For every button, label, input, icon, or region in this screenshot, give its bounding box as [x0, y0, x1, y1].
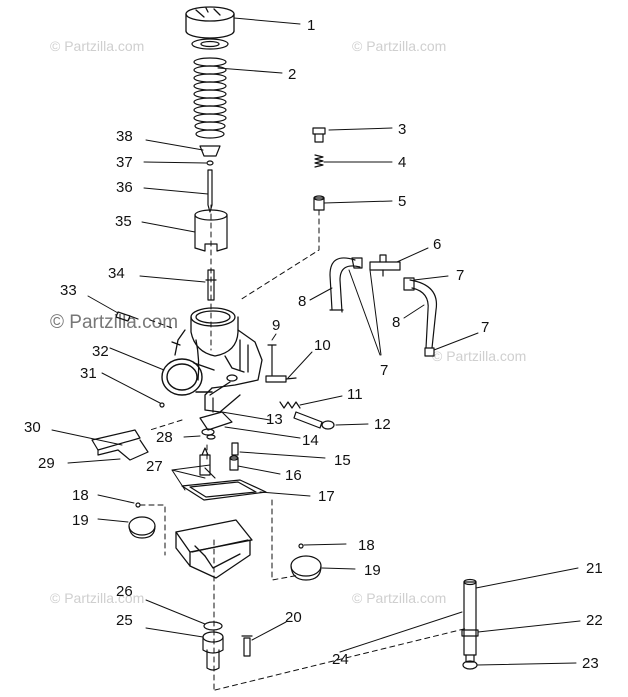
jet-needle — [207, 169, 213, 213]
callout-31: 31 — [80, 365, 97, 382]
vent-hose — [403, 277, 438, 357]
callout-21: 21 — [586, 560, 603, 577]
vent-hose — [329, 257, 363, 313]
screw-12 — [293, 411, 335, 430]
throttle-slide — [194, 209, 228, 252]
callout-15: 15 — [334, 452, 351, 469]
watermark: © Partzilla.com — [432, 348, 527, 364]
drain-screw — [241, 635, 253, 657]
callout-12: 12 — [374, 416, 391, 433]
callout-35: 35 — [115, 213, 132, 230]
callout-7: 7 — [481, 319, 490, 336]
callout-33: 33 — [60, 282, 77, 299]
callout-19: 19 — [72, 512, 89, 529]
callout-3: 3 — [398, 121, 407, 138]
spring — [193, 57, 227, 139]
callout-26: 26 — [116, 583, 133, 600]
callout-22: 22 — [586, 612, 603, 629]
plug — [313, 195, 325, 211]
carburetor-body — [171, 307, 263, 413]
callout-38: 38 — [116, 128, 133, 145]
callout-17: 17 — [318, 488, 335, 505]
needle-clip — [206, 160, 214, 166]
callout-19: 19 — [364, 562, 381, 579]
callout-28: 28 — [156, 429, 173, 446]
callout-13: 13 — [266, 411, 283, 428]
callout-37: 37 — [116, 154, 133, 171]
pilot-jet — [267, 344, 277, 376]
washer — [191, 38, 229, 50]
callout-7: 7 — [456, 267, 465, 284]
needle-valve — [199, 447, 211, 476]
callout-2: 2 — [288, 66, 297, 83]
watermark: © Partzilla.com — [50, 590, 145, 606]
callout-18: 18 — [358, 537, 375, 554]
callout-5: 5 — [398, 193, 407, 210]
cap — [185, 6, 235, 39]
callout-8: 8 — [392, 314, 401, 331]
callout-32: 32 — [92, 343, 109, 360]
pilot-air-screw — [115, 311, 139, 322]
needle-jet — [205, 269, 217, 301]
pin — [298, 543, 304, 549]
callout-11: 11 — [347, 386, 363, 403]
drain-tube — [461, 578, 479, 670]
pin — [135, 502, 141, 508]
bracket — [91, 429, 149, 461]
watermark: © Partzilla.com — [50, 312, 179, 333]
callout-20: 20 — [285, 609, 302, 626]
callout-34: 34 — [108, 265, 125, 282]
watermark: © Partzilla.com — [50, 38, 145, 54]
float-pivot — [199, 397, 233, 440]
callout-14: 14 — [302, 432, 319, 449]
float-left — [128, 516, 156, 539]
float-bowl-gasket — [181, 467, 267, 501]
callout-10: 10 — [314, 337, 331, 354]
bolt — [159, 402, 165, 408]
needle-retainer — [199, 145, 221, 157]
assembly-guide-lines — [139, 204, 469, 691]
callout-36: 36 — [116, 179, 133, 196]
float-bowl — [175, 519, 253, 579]
callout-1: 1 — [307, 17, 316, 34]
callout-7: 7 — [380, 362, 389, 379]
t-fitting — [369, 254, 401, 277]
drain-plug — [202, 621, 224, 671]
callout-23: 23 — [582, 655, 599, 672]
callout-8: 8 — [298, 293, 307, 310]
callout-25: 25 — [116, 612, 133, 629]
spring-small — [314, 154, 324, 168]
callout-6: 6 — [433, 236, 442, 253]
callout-16: 16 — [285, 467, 302, 484]
callout-30: 30 — [24, 419, 41, 436]
watermark: © Partzilla.com — [352, 38, 447, 54]
spring-11 — [279, 401, 301, 409]
main-jet — [229, 442, 239, 471]
intake-bore — [161, 358, 215, 396]
callout-27: 27 — [146, 458, 163, 475]
callout-24: 24 — [332, 651, 349, 668]
callout-18: 18 — [72, 487, 89, 504]
float-right — [290, 555, 322, 581]
idle-screw — [265, 375, 297, 383]
leader-lines — [51, 17, 581, 666]
callout-29: 29 — [38, 455, 55, 472]
fitting — [312, 127, 326, 143]
watermark: © Partzilla.com — [352, 590, 447, 606]
callout-4: 4 — [398, 154, 407, 171]
callout-9: 9 — [272, 317, 281, 334]
